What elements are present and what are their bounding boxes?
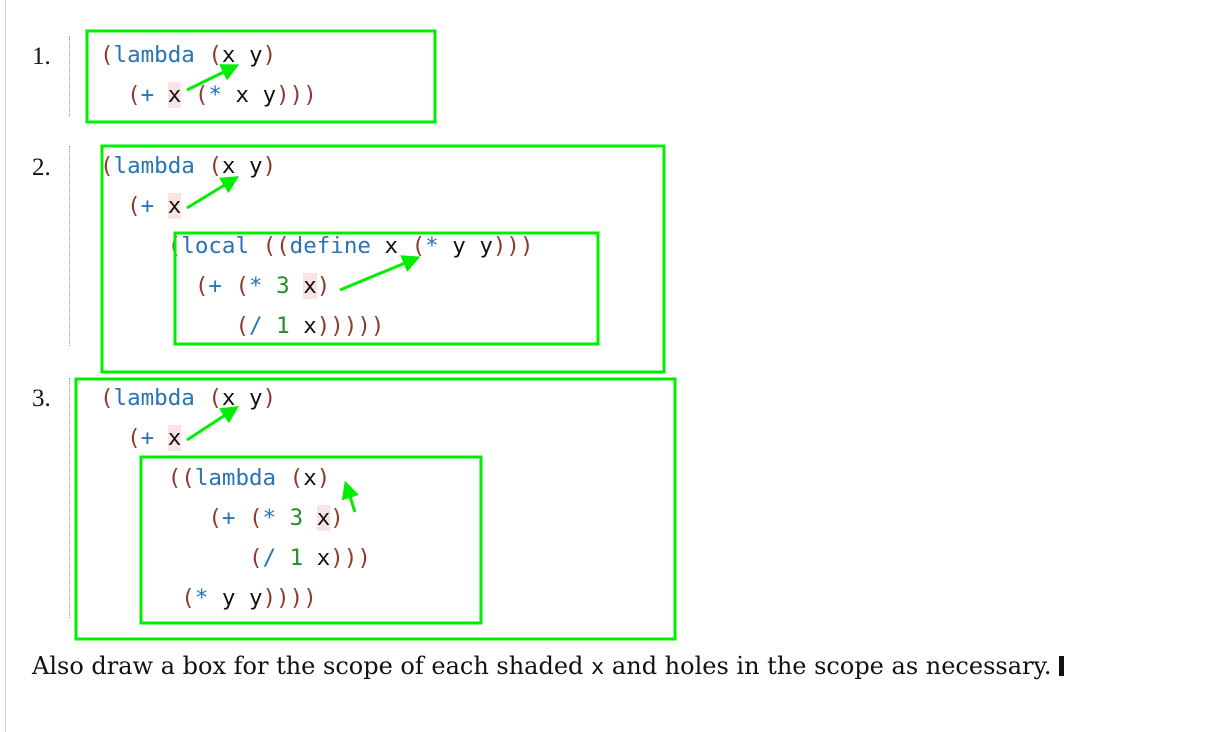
item-bar-1 xyxy=(69,36,71,116)
code-line: (/ 1 x))))) xyxy=(235,313,385,339)
binding-arrow xyxy=(341,480,359,513)
code-line: (lambda (x y) xyxy=(100,385,277,411)
binding-arrow xyxy=(339,255,421,292)
scope-box-3-outer xyxy=(74,377,677,641)
instruction-text: Also draw a box for the scope of each sh… xyxy=(32,652,1065,680)
scope-box-3-inner xyxy=(139,455,483,625)
code-line: ((lambda (x) xyxy=(167,465,331,491)
scope-box-2-inner xyxy=(173,231,600,346)
shaded-x: x xyxy=(167,193,182,219)
item-bar-3 xyxy=(69,378,71,618)
code-line: (+ (* 3 x) xyxy=(208,505,344,531)
code-line: (local ((define x (* y y))) xyxy=(167,233,534,259)
item-number-2: 2. xyxy=(32,154,51,181)
scope-box-2-outer xyxy=(100,144,666,374)
code-line: (lambda (x y) xyxy=(100,42,277,68)
shaded-x: x xyxy=(167,82,182,108)
scope-box-1 xyxy=(85,29,437,124)
binding-arrow xyxy=(186,176,240,210)
item-number-1: 1. xyxy=(32,43,51,70)
code-line: (+ (* 3 x) xyxy=(194,273,331,299)
shaded-x: x xyxy=(316,505,331,531)
item-bar-2 xyxy=(69,146,71,346)
code-item-3: (lambda (x y) (+ x ((lambda (x) (+ (* 3 … xyxy=(100,378,371,618)
code-line: (+ x xyxy=(127,193,182,219)
code-line: (/ 1 x))) xyxy=(249,545,371,571)
shaded-x: x xyxy=(167,425,182,451)
code-line: (+ x (* x y))) xyxy=(127,82,317,108)
item-number-3: 3. xyxy=(32,385,51,412)
binding-arrow xyxy=(186,406,240,442)
code-item-1: (lambda (x y) (+ x (* x y))) xyxy=(100,35,317,115)
code-item-2: (lambda (x y) (+ x (local ((define x (* … xyxy=(100,146,534,346)
binding-arrow xyxy=(186,64,240,92)
code-line: (+ x xyxy=(127,425,182,451)
left-rule xyxy=(5,0,6,732)
code-line: (* y y)))) xyxy=(181,585,317,611)
text-cursor xyxy=(1059,656,1065,676)
shaded-x: x xyxy=(303,273,317,299)
